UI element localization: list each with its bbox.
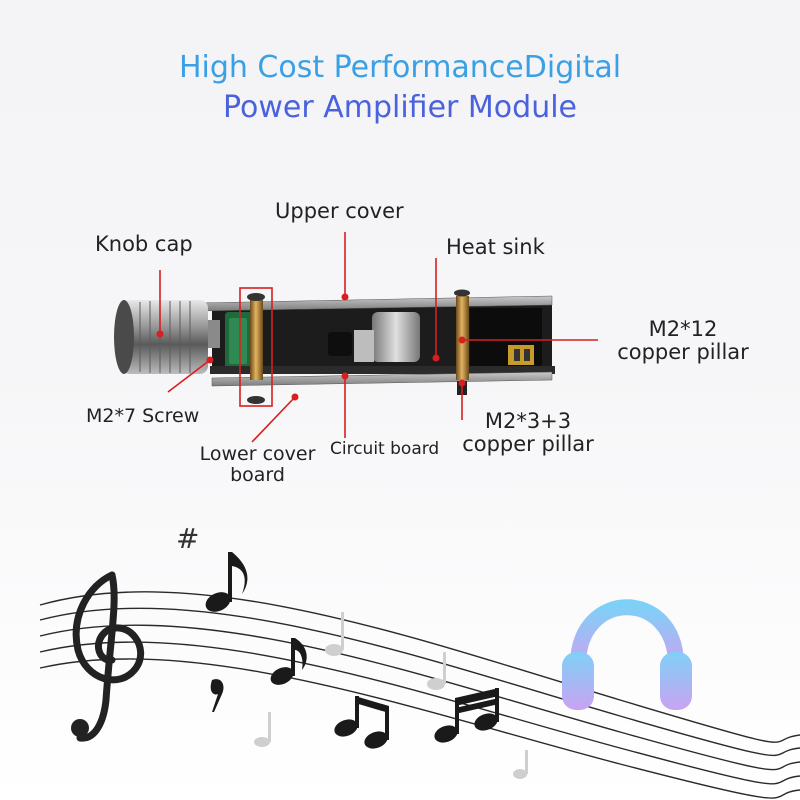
label-m2-3-3: M2*3+3 copper pillar [452,409,604,457]
beamed-notes-icon-2 [434,688,499,743]
sharp-icon: # [176,522,199,555]
label-m2-3-3-line1: M2*3+3 [484,409,572,433]
label-m2-12-line2: copper pillar [617,340,749,365]
label-knob-cap: Knob cap [95,232,193,256]
label-circuit-board: Circuit board [330,439,440,459]
label-m2-3-3-line2: copper pillar [462,432,594,457]
faded-note-icons [254,612,528,779]
label-heat-sink: Heat sink [446,235,545,259]
page-title-line1: High Cost PerformanceDigital [178,50,622,85]
callout-dots [156,293,466,401]
label-m2-7-screw: M2*7 Screw [86,405,200,427]
beamed-notes-icon [334,696,389,749]
label-upper-cover: Upper cover [275,199,404,223]
potentiometer [225,312,253,370]
treble-clef-icon [71,571,145,742]
callout-lines [159,232,598,443]
page-title-line2: Power Amplifier Module [222,90,577,125]
capacitor [354,312,420,362]
rest-icon [210,679,224,712]
copper-pillar-left [250,300,263,380]
label-m2-12: M2*12 copper pillar [608,317,758,365]
module-body [180,289,555,404]
label-lower-cover-board: Lower cover board [195,444,320,486]
music-staff [39,591,800,799]
label-m2-12-line1: M2*12 [648,317,718,341]
label-lower-cover-line2: board [230,463,285,486]
label-lower-cover-line1: Lower cover [199,443,316,465]
knob-cap [114,300,208,374]
quarter-note-icon [270,638,307,685]
headphones-icon [562,599,692,710]
eighth-note-icon [205,552,248,612]
